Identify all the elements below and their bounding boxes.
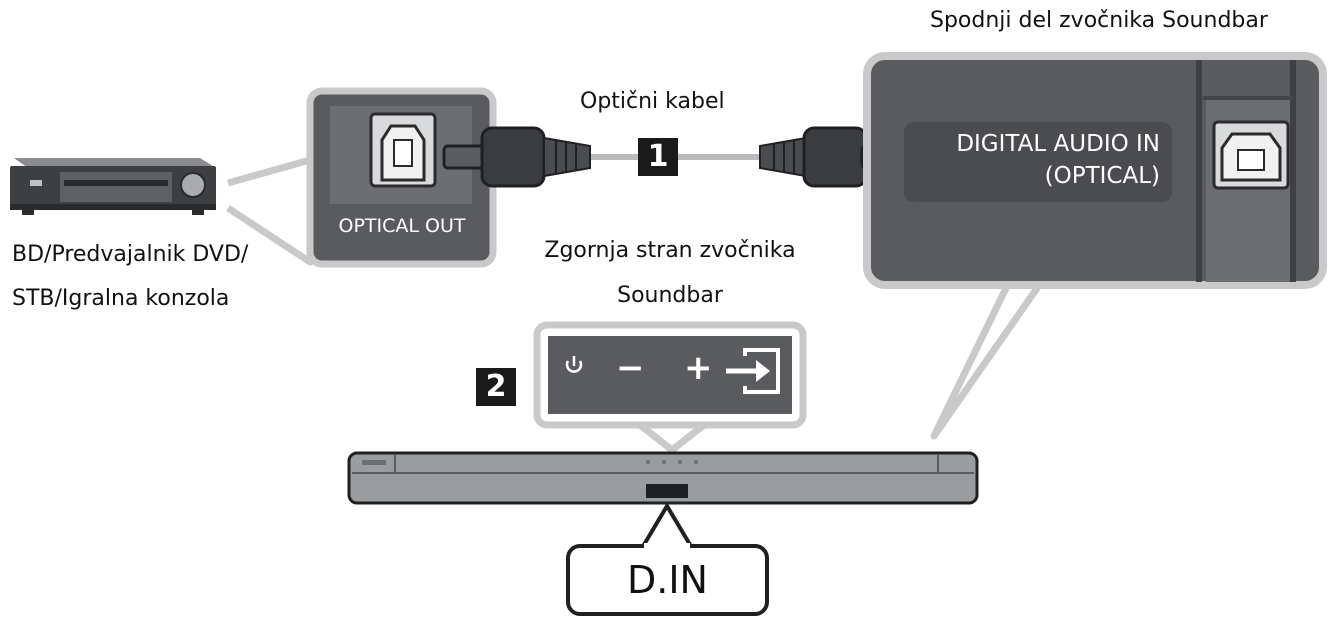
soundbar-top-callout [533, 321, 807, 454]
source-device-label-line1: BD/Predvajalnik DVD/ [12, 242, 249, 267]
digital-audio-in-label-line1: DIGITAL AUDIO IN [956, 131, 1160, 157]
step-1-badge: 1 [638, 138, 678, 176]
volume-down-button: − [616, 348, 645, 388]
volume-up-button: + [684, 348, 713, 388]
optical-in-port-icon [1212, 120, 1290, 190]
source-device-label-line2: STB/Igralna konzola [12, 286, 230, 311]
source-device-icon [10, 158, 216, 215]
bottom-of-soundbar-label: Spodnji del zvočnika Soundbar [930, 8, 1268, 33]
display-callout [566, 504, 769, 616]
top-of-soundbar-label-line2: Soundbar [617, 283, 723, 308]
top-of-soundbar-label-line1: Zgornja stran zvočnika [544, 238, 796, 263]
optical-out-label: OPTICAL OUT [338, 215, 466, 237]
optical-out-port-icon [369, 112, 437, 188]
optical-cable-label: Optični kabel [580, 89, 725, 114]
digital-audio-in-label-line2: (OPTICAL) [1044, 163, 1160, 189]
soundbar-bottom-callout [863, 52, 1327, 440]
source-input-icon [726, 348, 780, 394]
soundbar-icon [347, 451, 979, 505]
display-text: D.IN [627, 558, 708, 602]
step-2-badge: 2 [476, 368, 516, 406]
power-icon [565, 356, 583, 373]
